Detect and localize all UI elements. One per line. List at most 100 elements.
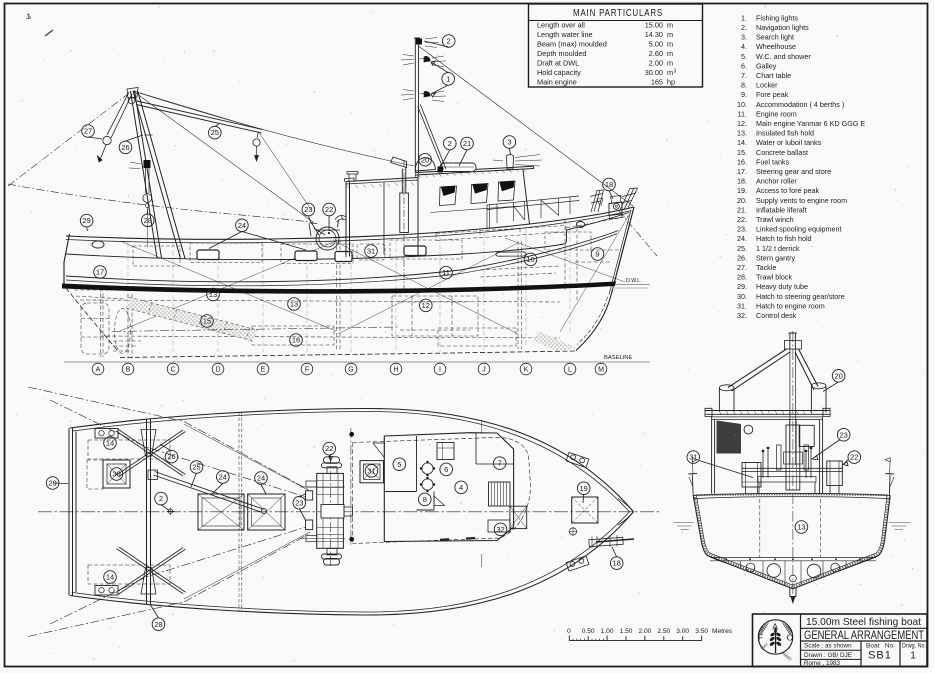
- svg-text:14.30: 14.30: [645, 30, 663, 39]
- svg-text:13: 13: [209, 290, 217, 299]
- svg-text:5.: 5.: [741, 52, 747, 61]
- svg-text:29.: 29.: [737, 282, 747, 291]
- svg-text:F: F: [758, 633, 763, 643]
- svg-text:G: G: [348, 367, 353, 374]
- svg-text:Length over all: Length over all: [537, 21, 585, 30]
- svg-text:2.60: 2.60: [649, 49, 663, 58]
- svg-text:Locker: Locker: [756, 81, 778, 90]
- svg-text:3: 3: [507, 138, 511, 147]
- svg-text:F: F: [305, 367, 309, 374]
- svg-text:17.: 17.: [737, 167, 747, 176]
- svg-text:E: E: [261, 367, 266, 374]
- svg-text:Hatch to fish hold: Hatch to fish hold: [756, 234, 812, 243]
- svg-text:8.: 8.: [741, 81, 747, 90]
- svg-text:m: m: [667, 59, 673, 68]
- svg-text:29: 29: [82, 216, 90, 225]
- svg-text:PANIS: PANIS: [780, 650, 793, 661]
- svg-text:15: 15: [203, 317, 211, 326]
- svg-text:11.: 11.: [738, 109, 747, 118]
- svg-text:Supply vents to engine room: Supply vents to engine room: [756, 196, 847, 205]
- svg-text:23: 23: [295, 498, 303, 507]
- svg-text:13.: 13.: [737, 129, 747, 138]
- svg-text:4: 4: [459, 483, 463, 492]
- svg-text:Search light: Search light: [756, 33, 794, 42]
- svg-text:19.: 19.: [737, 186, 747, 195]
- svg-text:Fore peak: Fore peak: [756, 90, 789, 99]
- svg-text:30: 30: [112, 470, 120, 479]
- svg-text:W.C. and shower: W.C. and shower: [756, 52, 811, 61]
- svg-text:31: 31: [689, 453, 697, 462]
- svg-text:2: 2: [447, 37, 451, 46]
- svg-text:16: 16: [292, 336, 300, 345]
- svg-text:Control desk: Control desk: [756, 311, 797, 320]
- svg-text:2.: 2.: [741, 23, 747, 32]
- svg-text:30.00: 30.00: [645, 68, 663, 77]
- svg-text:20: 20: [421, 155, 429, 164]
- svg-text:11: 11: [442, 268, 450, 277]
- svg-text:D: D: [215, 367, 220, 374]
- svg-text:13: 13: [797, 523, 805, 532]
- svg-text:Tackle: Tackle: [756, 263, 776, 272]
- svg-text:0: 0: [567, 628, 571, 635]
- svg-text:Access to fore peak: Access to fore peak: [756, 186, 820, 195]
- svg-text:25: 25: [192, 463, 200, 472]
- svg-text:19: 19: [580, 484, 588, 493]
- svg-text:H: H: [393, 367, 398, 374]
- svg-text:17: 17: [96, 268, 104, 277]
- svg-text:Engine room: Engine room: [756, 109, 797, 118]
- svg-text:Depth moulded: Depth moulded: [537, 49, 587, 58]
- svg-text:Drawn : GB/ DJE: Drawn : GB/ DJE: [804, 652, 852, 659]
- svg-text:Galley: Galley: [756, 61, 777, 70]
- svg-text:Heavy duty tube: Heavy duty tube: [756, 282, 808, 291]
- svg-text:21: 21: [463, 139, 471, 148]
- svg-text:Drwg. No.: Drwg. No.: [902, 643, 926, 650]
- svg-text:SB1: SB1: [868, 650, 892, 662]
- svg-text:Steering gear and store: Steering gear and store: [756, 167, 831, 176]
- svg-text:m: m: [667, 21, 673, 30]
- svg-text:K: K: [524, 367, 529, 374]
- svg-text:28: 28: [154, 620, 162, 629]
- svg-text:Accommodation ( 4 berths ): Accommodation ( 4 berths ): [756, 100, 844, 109]
- svg-text:Draft at DWL: Draft at DWL: [537, 59, 579, 68]
- svg-text:2: 2: [159, 494, 163, 503]
- svg-text:6: 6: [444, 465, 448, 474]
- svg-text:13: 13: [290, 300, 298, 309]
- svg-text:B: B: [126, 367, 131, 374]
- svg-text:30.: 30.: [737, 292, 747, 301]
- svg-text:23: 23: [304, 205, 312, 214]
- svg-text:Trawl block: Trawl block: [756, 273, 792, 282]
- svg-text:2.00: 2.00: [638, 628, 651, 635]
- svg-text:Hatch to steering gear/store: Hatch to steering gear/store: [756, 292, 845, 301]
- svg-text:3: 3: [674, 69, 677, 75]
- svg-text:Water or luboil tanks: Water or luboil tanks: [756, 138, 822, 147]
- svg-text:BASELINE: BASELINE: [604, 355, 632, 361]
- svg-text:7.: 7.: [741, 71, 747, 80]
- svg-text:m: m: [667, 49, 673, 58]
- svg-text:hp: hp: [667, 78, 675, 87]
- svg-text:3.50: 3.50: [695, 628, 708, 635]
- svg-text:14: 14: [106, 439, 114, 448]
- svg-text:M: M: [598, 367, 604, 374]
- svg-text:J: J: [482, 367, 486, 374]
- svg-text:Inflatable liferaft: Inflatable liferaft: [756, 205, 807, 214]
- svg-text:Fuel tanks: Fuel tanks: [756, 157, 790, 166]
- svg-text:Metres: Metres: [712, 628, 733, 635]
- svg-text:Insulated fish hold: Insulated fish hold: [756, 129, 814, 138]
- svg-text:Beam (max) moulded: Beam (max) moulded: [537, 40, 607, 49]
- svg-text:7: 7: [498, 459, 502, 468]
- svg-text:20.: 20.: [737, 196, 747, 205]
- svg-text:Stern gantry: Stern gantry: [756, 253, 796, 262]
- svg-text:D.W.L.: D.W.L.: [626, 278, 642, 284]
- svg-text:m: m: [667, 40, 673, 49]
- svg-text:28.: 28.: [737, 273, 747, 282]
- svg-text:A: A: [772, 622, 778, 632]
- svg-text:Chart table: Chart table: [756, 71, 791, 80]
- svg-text:10: 10: [526, 255, 534, 264]
- svg-text:9.: 9.: [741, 90, 747, 99]
- svg-text:28: 28: [144, 216, 152, 225]
- svg-text:6.: 6.: [741, 61, 747, 70]
- svg-text:15.00m Steel fishing boat: 15.00m Steel fishing boat: [806, 616, 921, 628]
- svg-text:5: 5: [397, 460, 401, 469]
- svg-text:Scale : as shown: Scale : as shown: [804, 643, 852, 650]
- svg-text:31: 31: [367, 466, 375, 475]
